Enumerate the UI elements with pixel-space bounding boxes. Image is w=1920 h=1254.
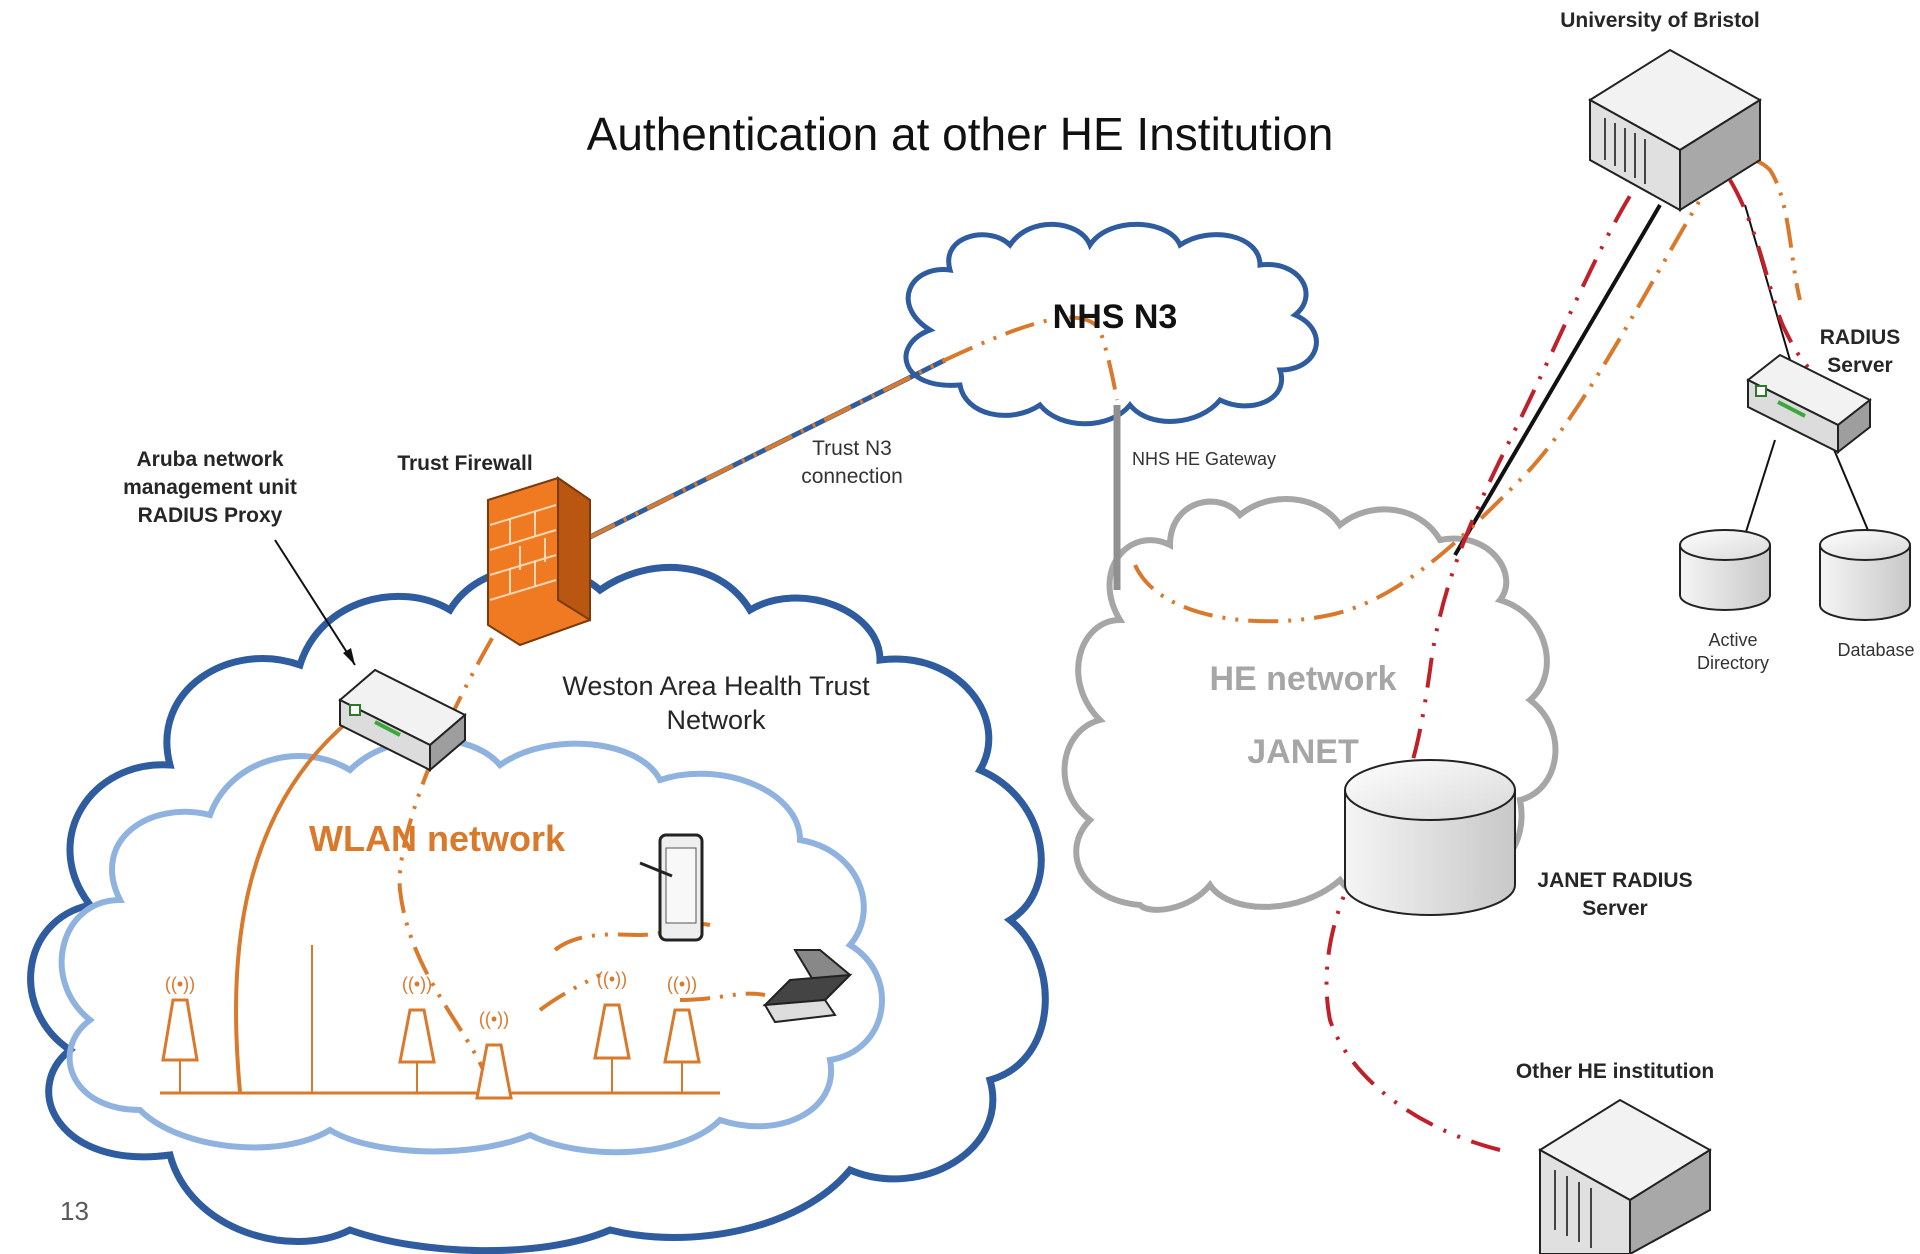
aruba-label-3: RADIUS Proxy [138,504,283,527]
university-server-icon [1588,48,1762,212]
active-directory-label-1: Active [1708,630,1757,650]
other-he-label: Other HE institution [1516,1060,1714,1083]
he-network-label: HE network [1209,660,1396,698]
bristol-radius-link [1744,204,1791,361]
janet-bristol-link [1453,203,1662,557]
active-directory-db-icon [1679,529,1771,611]
weston-network-cloud [27,563,1049,1254]
svg-text:((•)): ((•)) [402,974,432,994]
weston-label-1: Weston Area Health Trust [562,671,870,701]
trust-n3-label-1: Trust N3 [812,437,892,460]
page-title: Authentication at other HE Institution [587,108,1334,160]
university-label: University of Bristol [1560,9,1760,32]
wlan-network-label: WLAN network [309,818,566,859]
aruba-label-2: management unit [123,476,297,499]
svg-text:((•)): ((•)) [667,974,697,994]
janet-radius-label-1: JANET RADIUS [1537,869,1692,892]
trust-n3-path [587,358,946,540]
laptop-icon [762,949,853,1024]
access-point-icon-4: ((•)) [593,969,631,1092]
nhs-he-gateway-label: NHS HE Gateway [1132,449,1276,469]
trust-n3-label-2: connection [801,465,903,488]
database-db-icon [1819,529,1911,621]
active-directory-label-2: Directory [1697,653,1769,673]
access-point-icon-3: ((•)) [475,1009,513,1100]
tablet-icon [639,833,704,942]
auth-path-red [1324,163,1822,1152]
trust-firewall-label: Trust Firewall [397,452,532,475]
svg-text:((•)): ((•)) [479,1009,509,1029]
aruba-label-1: Aruba network [136,448,283,471]
aruba-callout-arrowhead [343,648,355,665]
database-label: Database [1837,640,1914,660]
aruba-callout-arrow [274,539,356,666]
aruba-wlan-uplink [234,718,352,1093]
access-point-icon-1: ((•)) [161,974,199,1092]
other-he-server-icon [1538,1098,1712,1254]
page-number: 13 [60,1196,89,1226]
nhs-n3-label: NHS N3 [1053,298,1178,336]
weston-label-2: Network [666,705,766,735]
nhs-n3-cloud [903,221,1319,427]
access-point-icon-5: ((•)) [663,974,701,1092]
radius-server-icon [1746,353,1872,455]
janet-radius-db-icon [1344,759,1516,916]
janet-label: JANET [1247,733,1359,771]
access-point-icon-2: ((•)) [398,974,436,1092]
radius-server-label-2: Server [1827,354,1892,377]
radius-ad-link [1744,439,1776,536]
aruba-router-icon [338,668,467,773]
svg-text:((•)): ((•)) [165,974,195,994]
auth-path-orange [397,158,1802,1091]
radius-server-label-1: RADIUS [1820,326,1901,349]
svg-text:((•)): ((•)) [597,969,627,989]
radius-db-link [1829,439,1871,536]
wlan-network-cloud [58,736,886,1156]
firewall-icon [487,476,591,647]
janet-radius-label-2: Server [1582,897,1647,920]
